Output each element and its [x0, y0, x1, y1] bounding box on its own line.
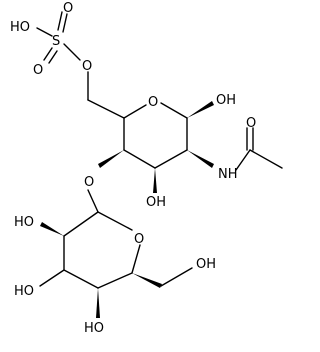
bond-c2p-c1p: [63, 211, 99, 237]
label-sulfur: S: [52, 34, 60, 49]
label-sulfate-o-top: O: [63, 1, 73, 16]
acetyl-group: [235, 127, 283, 171]
wedge-c2p-oh: [40, 222, 64, 236]
bond-s-o-top-a: [57, 11, 63, 31]
bond-c3p-oh: [39, 269, 65, 287]
sulfate-group: [36, 11, 125, 119]
bond-o-c1prime: [87, 189, 99, 213]
label-glycosidic-oxygen: O: [84, 175, 94, 190]
bond-c3-c4: [123, 149, 156, 169]
wedge-c2-nh: [187, 150, 214, 168]
label-sulfate-ho: HO: [10, 20, 30, 35]
bond-s-o-bridge: [63, 43, 81, 61]
wedge-c4-o: [98, 150, 124, 168]
structure-svg: HO S O O O O OH NH O OH O O HO HO HO OH: [10, 1, 283, 336]
wedge-c4p-oh: [96, 288, 100, 318]
bond-c1p-o: [97, 211, 133, 231]
bond-s-o-bottom-a: [43, 47, 53, 61]
label-acetyl-oxygen: O: [246, 116, 256, 131]
wedge-c1-oh: [187, 101, 214, 118]
label-ring2-oxygen: O: [134, 232, 144, 247]
atom-labels: HO S O O O O OH NH O OH O O HO HO HO OH: [10, 1, 256, 336]
bond-o-c5p: [131, 244, 141, 274]
label-ho-bottom: HO: [84, 321, 104, 336]
glcnac-ring: [98, 101, 214, 193]
bond-ch2-c5: [87, 99, 125, 119]
label-sulfate-o-bottom: O: [33, 63, 43, 78]
label-ho-left-mid: HO: [14, 284, 34, 299]
bond-c-ch3: [249, 149, 283, 169]
label-ho-left-top: HO: [14, 215, 34, 230]
bond-n-c: [235, 149, 251, 171]
bond-ho-s: [36, 27, 53, 37]
bond-s-o-top-b: [62, 13, 68, 33]
bond-s-o-bottom-b: [48, 50, 58, 64]
label-c3-oh: OH: [146, 195, 166, 210]
bond-ch2-oh: [160, 267, 193, 287]
galactose-ring: [39, 211, 193, 318]
bond-c5-o: [123, 104, 147, 119]
bond-o-c1: [160, 102, 188, 119]
chemical-structure: HO S O O O O OH NH O OH O O HO HO HO OH: [10, 1, 283, 336]
label-c1-oh: OH: [216, 93, 236, 108]
bond-c2-c3: [154, 149, 188, 169]
label-nh: NH: [218, 167, 238, 182]
label-oh-right: OH: [196, 257, 216, 272]
label-ring1-oxygen: O: [148, 95, 158, 110]
wedge-c3-oh: [153, 168, 157, 193]
label-sulfate-o-bridge: O: [82, 59, 92, 74]
bond-c4p-c3p: [63, 269, 99, 289]
bond-c5p-c4p: [97, 272, 133, 289]
wedge-c5p-ch2: [132, 273, 162, 288]
